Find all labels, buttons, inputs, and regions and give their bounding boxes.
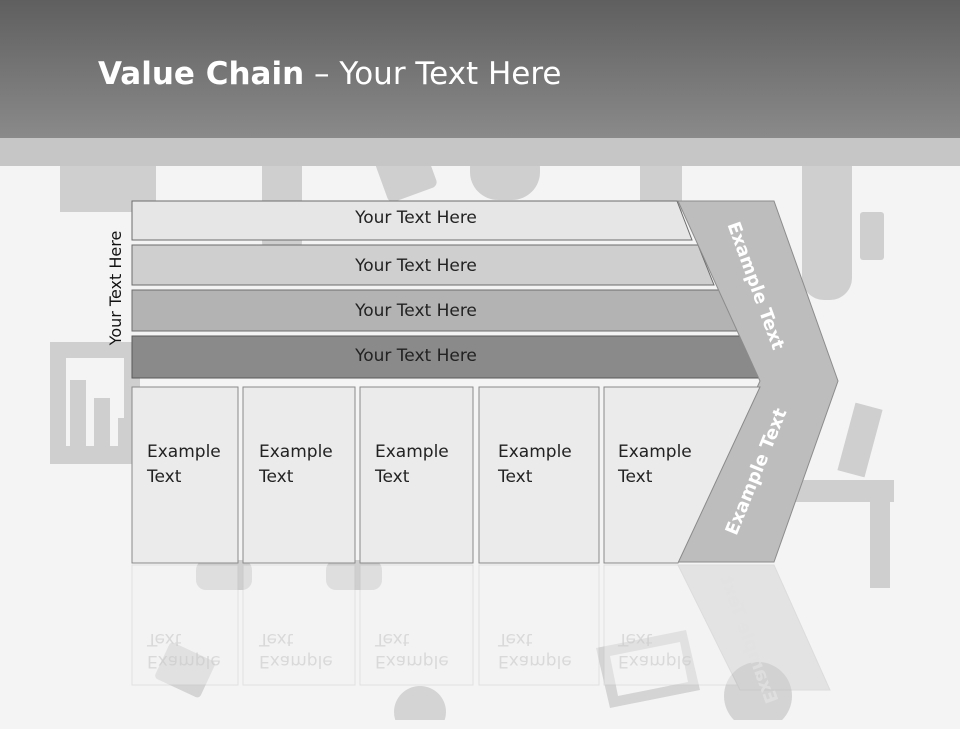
chart-board-pictogram [50,342,140,464]
activity-box-reflection [359,564,474,686]
activity-box-5 [603,386,761,564]
box-label-reflection: Example Text [259,629,333,671]
support-bar-2 [131,244,715,286]
bag-pictogram [860,212,884,260]
activity-box-reflection [478,564,600,686]
box-label-3: Example Text [375,442,449,487]
support-bar-1 [131,200,693,241]
chart-bar-pictogram [70,380,86,446]
reflected-board-pictogram [596,630,700,708]
activity-box-1 [131,386,239,564]
side-label-text: Your Text Here [106,230,125,346]
activity-box-2 [242,386,356,564]
chart-bar-pictogram [94,398,110,446]
bar-label-3: Your Text Here [355,301,477,321]
activity-box-reflection [242,564,356,686]
box-label-5: Example Text [618,442,692,487]
standing-person-pictogram [802,140,852,300]
chevron-reflection [677,564,831,691]
header-band [0,138,960,166]
box-label-1: Example Text [147,442,221,487]
bar-label-2: Your Text Here [355,256,477,276]
margin-chevron [677,200,839,563]
bar-label-4: Your Text Here [355,346,477,366]
legs-pictogram [326,560,382,590]
box-label-reflection: Example Text [375,629,449,671]
desk-leg-pictogram [870,500,890,588]
legs-pictogram [196,560,252,590]
title-header [0,0,960,138]
chart-bar-pictogram [118,418,134,446]
reflected-head-pictogram [394,686,446,720]
box-label-reflection: Example Text [618,629,692,671]
reflected-person-pictogram [724,662,792,720]
box-label-4: Example Text [498,442,572,487]
laptop-pictogram [837,402,883,478]
desk-pictogram [784,480,894,502]
box-label-reflection: Example Text [147,629,221,671]
activity-box-reflection [131,564,239,686]
title-bold: Value Chain [98,56,305,92]
bar-label-1: Your Text Here [355,208,477,228]
reflection [131,564,831,691]
slide-title: Value Chain – Your Text Here [98,52,561,96]
reflected-briefcase-pictogram [155,642,215,698]
activity-box-4 [478,386,600,564]
activity-box-3 [359,386,474,564]
title-rest: – Your Text Here [304,56,562,92]
box-label-2: Example Text [259,442,333,487]
box-label-reflection: Example Text [498,629,572,671]
activity-box-reflection [603,564,741,686]
